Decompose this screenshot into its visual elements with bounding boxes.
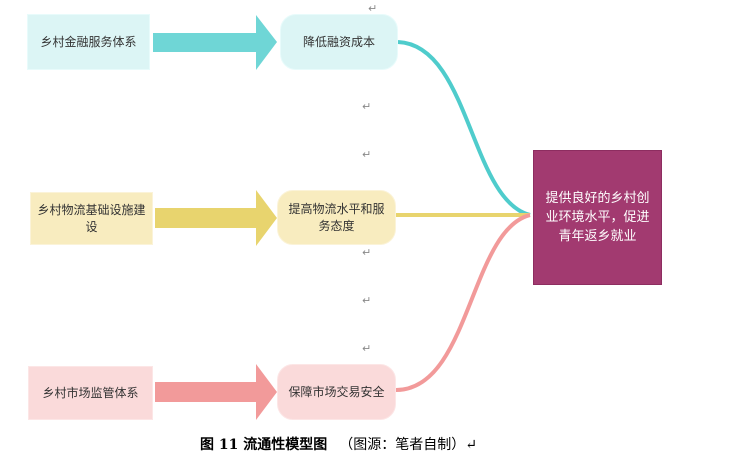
effect-box-financing-cost: 降低融资成本 <box>280 14 398 70</box>
return-mark: ↵ <box>362 294 372 307</box>
source-box-logistics: 乡村物流基础设施建设 <box>30 192 153 245</box>
source-box-market: 乡村市场监管体系 <box>28 366 153 420</box>
arrow-3 <box>155 364 277 420</box>
curve-1 <box>397 40 531 217</box>
target-box: 提供良好的乡村创业环境水平，促进青年返乡就业 <box>533 150 662 285</box>
caption-source: （图源：笔者自制）↵ <box>339 437 477 453</box>
effect-box-logistics-level: 提高物流水平和服务态度 <box>277 190 396 245</box>
figure-caption: 图 11 流通性模型图 （图源：笔者自制）↵ <box>200 434 477 454</box>
return-mark: ↵ <box>362 342 372 355</box>
return-mark: ↵ <box>362 246 372 259</box>
return-mark: ↵ <box>362 100 372 113</box>
arrow-1 <box>153 15 277 70</box>
caption-title: 图 11 流通性模型图 <box>200 437 328 453</box>
arrow-2 <box>155 190 277 246</box>
curve-3 <box>395 213 531 392</box>
source-box-finance: 乡村金融服务体系 <box>27 14 150 70</box>
effect-box-market-safety: 保障市场交易安全 <box>277 364 396 420</box>
return-mark: ↵ <box>362 148 372 161</box>
return-mark: ↵ <box>368 2 378 15</box>
